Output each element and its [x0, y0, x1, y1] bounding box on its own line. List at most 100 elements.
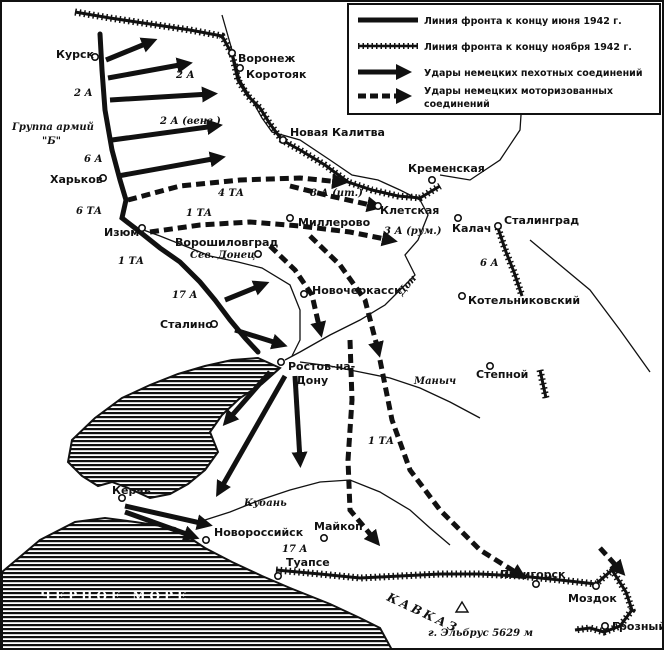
city-marker — [591, 581, 600, 590]
city-marker — [254, 250, 263, 259]
unit-label: Группа армий — [11, 122, 94, 133]
unit-label: 3 А (рум.) — [384, 226, 442, 237]
unit-label: 6 А — [480, 258, 499, 269]
manych-label: Маныч — [413, 376, 456, 387]
volga-river — [439, 99, 523, 181]
city-label: Пятигорск — [500, 568, 566, 581]
kuban-label: Кубань — [243, 498, 287, 509]
unit-label: 1 ТА — [368, 436, 394, 447]
city-marker — [531, 579, 540, 588]
legend-nov-label: Линия фронта к концу ноября 1942 г. — [424, 42, 632, 53]
legend-june-label: Линия фронта к концу июня 1942 г. — [424, 16, 622, 27]
city-label: Туапсе — [286, 556, 330, 569]
infantry-arrow — [234, 327, 288, 350]
city-label: Харьков — [50, 173, 103, 186]
unit-label: "Б" — [42, 136, 61, 147]
city-marker — [299, 289, 308, 298]
unit-label: 6 ТА — [76, 206, 102, 217]
city-label: Новая Калитва — [290, 126, 385, 139]
motorized-arrow — [289, 183, 383, 213]
donets-label: Сев. Донец — [190, 250, 255, 261]
legend-motorized-label-1: Удары немецких моторизованных — [424, 86, 613, 97]
unit-label: 17 А — [282, 544, 308, 555]
city-label: Воронеж — [238, 52, 295, 65]
city-marker — [285, 214, 294, 223]
front-line-june — [97, 31, 261, 355]
motorized-arrow — [149, 219, 398, 247]
city-label: Сталино — [160, 318, 213, 331]
city-label: Клетская — [380, 204, 439, 217]
motorized-arrow — [268, 244, 327, 338]
city-label: Сталинград — [504, 214, 579, 227]
black-sea-label: ЧЕРНОЕ МОРЕ — [40, 589, 190, 603]
city-label: Майкоп — [314, 520, 363, 533]
motorized-thrusts — [127, 173, 626, 580]
city-marker — [236, 64, 245, 73]
city-label: г. Эльбрус 5629 м — [428, 628, 533, 639]
city-label: Миллерово — [298, 216, 371, 229]
city-marker — [91, 52, 100, 61]
motorized-arrow — [308, 234, 384, 358]
city-marker — [138, 224, 147, 233]
legend-infantry-label: Удары немецких пехотных соединений — [424, 68, 642, 79]
legend-motorized-label-2: соединений — [424, 99, 490, 110]
city-marker — [210, 319, 219, 328]
unit-label: 2 А — [73, 88, 93, 99]
infantry-thrusts — [105, 37, 308, 541]
city-label: Моздок — [568, 592, 617, 605]
city-marker — [278, 136, 287, 145]
legend: Линия фронта к концу июня 1942 г. Линия … — [347, 3, 661, 115]
unit-label: 6 А — [84, 154, 103, 165]
city-marker — [485, 361, 494, 370]
unit-label: 1 ТА — [186, 208, 212, 219]
city-marker — [319, 533, 328, 542]
infantry-arrow — [111, 119, 223, 143]
manych-river — [299, 361, 481, 419]
infantry-arrow — [291, 375, 308, 468]
city-label: Котельниковский — [468, 294, 580, 307]
city-label: Коротояк — [246, 68, 307, 81]
city-label: Керчь — [112, 484, 151, 497]
city-marker — [600, 621, 609, 630]
azov-sea — [66, 356, 282, 500]
infantry-arrow — [222, 370, 272, 427]
infantry-arrow — [117, 151, 226, 179]
unit-label: 1 ТА — [118, 256, 144, 267]
city-marker — [453, 214, 462, 223]
unit-label: 8 А (ит.) — [310, 188, 363, 199]
black-sea — [1, 516, 394, 650]
city-marker — [202, 535, 211, 544]
city-label: Дону — [296, 374, 328, 387]
unit-label: 17 А — [172, 290, 198, 301]
city-label: Ростов-на- — [288, 360, 355, 373]
infantry-arrow — [109, 86, 218, 103]
city-label: Новочеркасск — [312, 284, 402, 297]
city-label: Изюм — [104, 226, 139, 239]
city-label: Калач — [452, 222, 491, 235]
infantry-arrow — [124, 503, 213, 531]
volga-lower-river — [529, 239, 651, 373]
unit-label: 2 А (венг.) — [159, 116, 221, 127]
caucasus-label: КАВКАЗ — [384, 590, 462, 636]
city-label: Степной — [476, 368, 528, 381]
infantry-arrow — [107, 57, 193, 81]
city-label: Ворошиловград — [175, 236, 278, 249]
elbrus-peak-icon — [454, 600, 470, 613]
infantry-arrow — [105, 37, 158, 63]
city-label: Новороссийск — [214, 526, 304, 539]
motorized-arrow — [598, 546, 626, 576]
city-marker — [373, 202, 382, 211]
motorized-arrow — [127, 173, 348, 203]
city-label: Курск — [56, 48, 95, 61]
city-marker — [99, 174, 108, 183]
city-markers — [91, 48, 609, 630]
infantry-arrow — [224, 280, 270, 303]
front-line-november — [74, 8, 636, 636]
city-marker — [273, 571, 282, 580]
unit-label: 4 ТА — [218, 188, 244, 199]
motorized-arrow — [345, 339, 381, 547]
kuban-river — [204, 479, 451, 546]
city-marker — [457, 291, 466, 300]
city-marker — [118, 493, 127, 502]
